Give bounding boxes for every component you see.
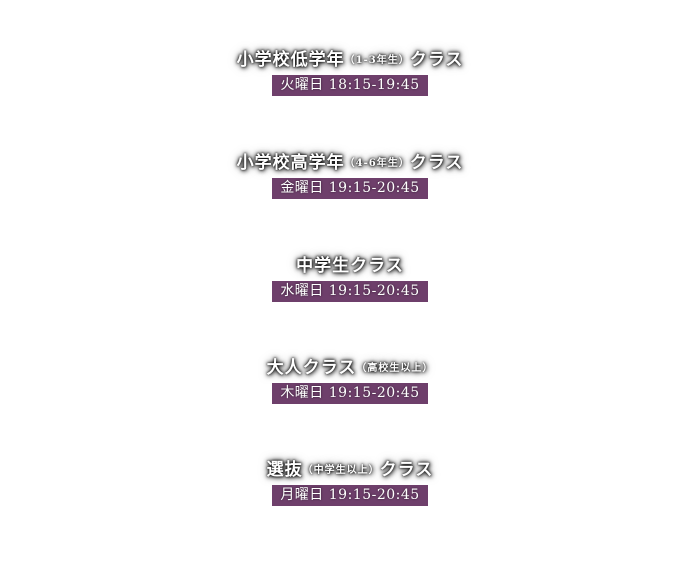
class-block-junior-high: 中学生クラス 水曜日 19:15-20:45: [0, 254, 700, 302]
class-schedule-badge: 水曜日 19:15-20:45: [272, 281, 428, 302]
class-block-elementary-lower: 小学校低学年（1-3年生）クラス 火曜日 18:15-19:45: [0, 48, 700, 96]
class-grade-note: （中学生以上）: [302, 465, 380, 476]
class-name: 大人クラス: [266, 358, 357, 378]
class-schedule-badge: 月曜日 19:15-20:45: [272, 485, 428, 506]
class-title: 小学校高学年（4-6年生）クラス: [0, 151, 700, 175]
class-grade-note: （1-3年生）: [344, 55, 410, 66]
class-title: 大人クラス（高校生以上）: [0, 356, 700, 380]
class-suffix: クラス: [409, 50, 464, 70]
class-title: 選抜（中学生以上）クラス: [0, 458, 700, 482]
class-name: 選抜: [266, 460, 303, 480]
class-title: 小学校低学年（1-3年生）クラス: [0, 48, 700, 72]
class-name: 小学校高学年: [236, 153, 345, 173]
class-block-elementary-upper: 小学校高学年（4-6年生）クラス 金曜日 19:15-20:45: [0, 151, 700, 199]
class-title: 中学生クラス: [0, 254, 700, 278]
class-schedule-badge: 金曜日 19:15-20:45: [272, 178, 428, 199]
class-suffix: クラス: [379, 460, 434, 480]
class-block-adult: 大人クラス（高校生以上） 木曜日 19:15-20:45: [0, 356, 700, 404]
class-grade-note: （4-6年生）: [344, 158, 410, 169]
class-name: 中学生クラス: [296, 256, 404, 276]
class-block-selection: 選抜（中学生以上）クラス 月曜日 19:15-20:45: [0, 458, 700, 506]
class-name: 小学校低学年: [236, 50, 345, 70]
class-grade-note: （高校生以上）: [356, 363, 434, 374]
class-schedule-badge: 火曜日 18:15-19:45: [272, 75, 428, 96]
class-schedule-badge: 木曜日 19:15-20:45: [272, 383, 428, 404]
class-suffix: クラス: [409, 153, 464, 173]
